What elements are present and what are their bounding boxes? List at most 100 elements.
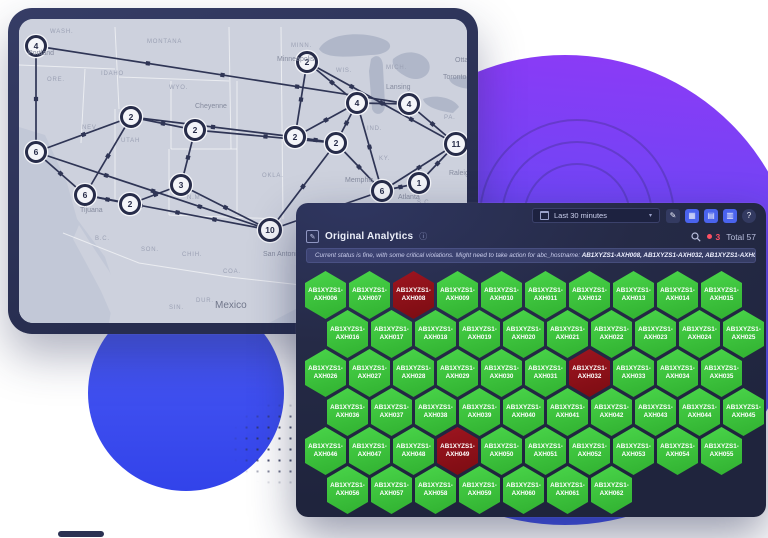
edge-marker	[33, 96, 39, 102]
edge-marker	[197, 203, 203, 210]
edge-marker	[210, 124, 216, 130]
info-icon[interactable]: ⓘ	[419, 232, 428, 241]
hex-cell-AXH062[interactable]: AB1XYZS1-AXH062	[591, 466, 632, 514]
svg-text:2: 2	[128, 199, 133, 209]
map-node-4[interactable]: 4	[23, 33, 49, 59]
alert-dot-icon	[707, 234, 713, 239]
edit-button[interactable]: ✎	[666, 208, 680, 223]
hex-cell-AXH028[interactable]: AB1XYZS1-AXH028	[393, 349, 434, 397]
edge-marker	[348, 83, 355, 90]
edge-marker	[150, 188, 156, 194]
state-label: OKLA.	[262, 173, 284, 179]
map-node-2[interactable]: 2	[182, 117, 208, 143]
hex-cell-AXH036[interactable]: AB1XYZS1-AXH036	[327, 388, 368, 436]
city-label: Tijuana	[80, 207, 103, 214]
hex-cell-AXH037[interactable]: AB1XYZS1-AXH037	[371, 388, 412, 436]
search-icon[interactable]	[691, 231, 702, 242]
svg-text:4: 4	[34, 41, 39, 51]
list-view-button[interactable]: ▤	[704, 208, 718, 223]
edge-marker	[212, 217, 217, 222]
hex-cell-AXH049[interactable]: AB1XYZS1-AXH049	[437, 427, 478, 475]
hex-cell-AXH057[interactable]: AB1XYZS1-AXH057	[371, 466, 412, 514]
edge-marker	[294, 84, 300, 89]
map-node-2[interactable]: 2	[117, 191, 143, 217]
hex-cell-AXH016[interactable]: AB1XYZS1-AXH016	[327, 310, 368, 358]
grid-view-button[interactable]: ▦	[685, 208, 699, 223]
hex-cell-AXH029[interactable]: AB1XYZS1-AXH029	[437, 349, 478, 397]
help-button[interactable]: ?	[742, 208, 756, 223]
map-node-6[interactable]: 6	[23, 139, 49, 165]
map-node-6[interactable]: 6	[369, 178, 395, 204]
hex-cell-AXH056[interactable]: AB1XYZS1-AXH056	[327, 466, 368, 514]
hex-cell-AXH038[interactable]: AB1XYZS1-AXH038	[415, 388, 456, 436]
hex-cell-AXH047[interactable]: AB1XYZS1-AXH047	[349, 427, 390, 475]
svg-text:2: 2	[129, 112, 134, 122]
edge-marker	[429, 121, 436, 127]
critical-count-badge[interactable]: 3	[707, 232, 720, 242]
state-label: IND.	[367, 126, 382, 132]
edge-marker	[185, 154, 191, 161]
hex-cell-AXH048[interactable]: AB1XYZS1-AXH048	[393, 427, 434, 475]
map-node-4[interactable]: 4	[344, 90, 370, 116]
state-label: NEV.	[82, 125, 99, 131]
alert-count: 3	[715, 231, 721, 242]
hex-cell-AXH007[interactable]: AB1XYZS1-AXH007	[349, 271, 390, 319]
state-label: B.C.	[95, 236, 110, 242]
map-node-11[interactable]: 11	[442, 130, 468, 158]
edge-marker	[408, 116, 415, 123]
svg-text:2: 2	[293, 132, 298, 142]
map-node-2[interactable]: 2	[282, 124, 308, 150]
svg-text:4: 4	[355, 98, 360, 108]
svg-text:6: 6	[380, 186, 385, 196]
hex-cell-AXH059[interactable]: AB1XYZS1-AXH059	[459, 466, 500, 514]
hex-cell-AXH017[interactable]: AB1XYZS1-AXH017	[371, 310, 412, 358]
state-label: IDAHO	[101, 71, 124, 77]
status-banner-hosts: AB1XYZS1-AXH008, AB1XYZS1-AXH032, AB1XYZ…	[581, 252, 756, 259]
edge-marker	[222, 204, 229, 211]
hex-cell-AXH019[interactable]: AB1XYZS1-AXH019	[459, 310, 500, 358]
hex-cell-AXH046[interactable]: AB1XYZS1-AXH046	[305, 427, 346, 475]
hex-cell-AXH058[interactable]: AB1XYZS1-AXH058	[415, 466, 456, 514]
hex-cell-AXH026[interactable]: AB1XYZS1-AXH026	[305, 349, 346, 397]
column-view-button[interactable]: ▥	[723, 208, 737, 223]
state-label: COA.	[223, 269, 241, 275]
hex-cell-AXH060[interactable]: AB1XYZS1-AXH060	[503, 466, 544, 514]
map-node-10[interactable]: 10	[256, 216, 284, 244]
time-range-value: Last 30 minutes	[554, 211, 607, 220]
state-label: KY.	[379, 156, 390, 162]
hex-cell-AXH061[interactable]: AB1XYZS1-AXH061	[547, 466, 588, 514]
map-node-4[interactable]: 4	[396, 91, 422, 117]
edge-marker	[152, 191, 159, 198]
edge-marker	[80, 131, 87, 138]
lake-ontario	[449, 76, 467, 89]
city-label: Memphis	[345, 177, 374, 184]
map-node-2[interactable]: 2	[323, 130, 349, 156]
edge-marker	[323, 117, 329, 123]
total-count: Total 57	[726, 231, 756, 242]
lake-huron	[392, 52, 430, 80]
map-node-1[interactable]: 1	[406, 170, 432, 196]
edge-marker	[263, 134, 268, 139]
hex-cell-AXH006[interactable]: AB1XYZS1-AXH006	[305, 271, 346, 319]
state-label: WASH.	[50, 29, 73, 35]
city-label: Raleigh	[449, 170, 467, 177]
edge-marker	[366, 144, 373, 150]
state-label: MINN.	[291, 43, 312, 49]
hex-cell-AXH008[interactable]: AB1XYZS1-AXH008	[393, 271, 434, 319]
map-node-2[interactable]: 2	[118, 104, 144, 130]
hex-cell-AXH027[interactable]: AB1XYZS1-AXH027	[349, 349, 390, 397]
hex-cell-AXH039[interactable]: AB1XYZS1-AXH039	[459, 388, 500, 436]
edge-marker	[160, 121, 166, 126]
svg-text:6: 6	[83, 190, 88, 200]
state-label: PA.	[444, 115, 456, 121]
hex-cell-AXH018[interactable]: AB1XYZS1-AXH018	[415, 310, 456, 358]
map-node-3[interactable]: 3	[168, 172, 194, 198]
state-label: N.M.	[187, 195, 203, 201]
map-node-6[interactable]: 6	[72, 182, 98, 208]
time-range-select[interactable]: Last 30 minutes ▾	[532, 208, 660, 223]
map-node-2[interactable]: 2	[294, 49, 320, 75]
hex-cell-AXH009[interactable]: AB1XYZS1-AXH009	[437, 271, 478, 319]
edit-icon[interactable]: ✎	[306, 230, 319, 243]
